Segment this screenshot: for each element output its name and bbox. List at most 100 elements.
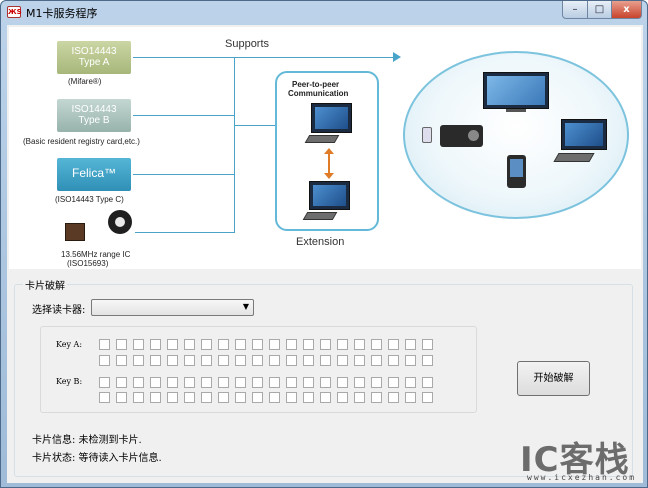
key-byte-checkbox[interactable] — [167, 355, 178, 366]
key-byte-checkbox[interactable] — [388, 377, 399, 388]
key-byte-checkbox[interactable] — [150, 392, 161, 403]
key-byte-checkbox[interactable] — [320, 392, 331, 403]
key-byte-checkbox[interactable] — [235, 339, 246, 350]
key-byte-checkbox[interactable] — [235, 355, 246, 366]
key-byte-checkbox[interactable] — [184, 339, 195, 350]
key-byte-checkbox[interactable] — [269, 355, 280, 366]
key-byte-checkbox[interactable] — [354, 392, 365, 403]
key-byte-checkbox[interactable] — [422, 339, 433, 350]
key-byte-checkbox[interactable] — [235, 377, 246, 388]
key-byte-checkbox[interactable] — [116, 339, 127, 350]
start-crack-button[interactable]: 开始破解 — [517, 361, 590, 396]
key-byte-checkbox[interactable] — [150, 377, 161, 388]
key-byte-checkbox[interactable] — [133, 377, 144, 388]
key-byte-checkbox[interactable] — [201, 377, 212, 388]
key-byte-checkbox[interactable] — [337, 377, 348, 388]
key-byte-checkbox[interactable] — [371, 392, 382, 403]
key-byte-checkbox[interactable] — [354, 355, 365, 366]
key-byte-checkbox[interactable] — [354, 339, 365, 350]
key-byte-checkbox[interactable] — [116, 377, 127, 388]
key-byte-checkbox[interactable] — [269, 392, 280, 403]
card-a-line1: ISO14443 — [71, 46, 117, 57]
minimize-button[interactable]: – — [562, 1, 588, 19]
key-byte-checkbox[interactable] — [303, 339, 314, 350]
key-byte-checkbox[interactable] — [252, 377, 263, 388]
key-byte-checkbox[interactable] — [269, 339, 280, 350]
key-byte-checkbox[interactable] — [252, 392, 263, 403]
key-byte-checkbox[interactable] — [201, 339, 212, 350]
key-byte-checkbox[interactable] — [99, 339, 110, 350]
key-byte-checkbox[interactable] — [252, 339, 263, 350]
extension-label: Extension — [296, 236, 345, 248]
camera-icon — [440, 125, 483, 147]
key-byte-checkbox[interactable] — [150, 355, 161, 366]
key-byte-checkbox[interactable] — [303, 377, 314, 388]
key-byte-checkbox[interactable] — [99, 377, 110, 388]
key-byte-checkbox[interactable] — [286, 392, 297, 403]
key-byte-checkbox[interactable] — [150, 339, 161, 350]
key-byte-checkbox[interactable] — [133, 355, 144, 366]
key-byte-checkbox[interactable] — [184, 377, 195, 388]
key-byte-checkbox[interactable] — [116, 355, 127, 366]
computer-monitor-icon — [309, 181, 350, 210]
key-byte-checkbox[interactable] — [405, 339, 416, 350]
key-byte-checkbox[interactable] — [422, 377, 433, 388]
p2p-box — [275, 71, 379, 231]
key-byte-checkbox[interactable] — [218, 355, 229, 366]
title-bar[interactable]: ЖS M1卡服务程序 – □ x — [1, 1, 647, 25]
key-byte-checkbox[interactable] — [320, 377, 331, 388]
key-byte-checkbox[interactable] — [337, 339, 348, 350]
key-byte-checkbox[interactable] — [422, 355, 433, 366]
key-byte-checkbox[interactable] — [371, 355, 382, 366]
key-byte-checkbox[interactable] — [99, 355, 110, 366]
key-byte-checkbox[interactable] — [320, 355, 331, 366]
key-byte-checkbox[interactable] — [405, 377, 416, 388]
card-c-caption: (ISO14443 Type C) — [55, 195, 124, 204]
key-byte-checkbox[interactable] — [184, 392, 195, 403]
key-byte-checkbox[interactable] — [388, 392, 399, 403]
key-byte-checkbox[interactable] — [388, 355, 399, 366]
key-byte-checkbox[interactable] — [371, 377, 382, 388]
key-byte-checkbox[interactable] — [218, 377, 229, 388]
key-byte-checkbox[interactable] — [167, 392, 178, 403]
group-title: 卡片破解 — [23, 277, 67, 292]
key-byte-checkbox[interactable] — [269, 377, 280, 388]
key-byte-checkbox[interactable] — [235, 392, 246, 403]
key-byte-checkbox[interactable] — [99, 392, 110, 403]
maximize-button[interactable]: □ — [587, 1, 612, 19]
keyboard-icon — [304, 135, 340, 143]
key-byte-checkbox[interactable] — [252, 355, 263, 366]
key-byte-checkbox[interactable] — [320, 339, 331, 350]
key-byte-checkbox[interactable] — [303, 355, 314, 366]
key-panel — [40, 326, 477, 413]
key-byte-checkbox[interactable] — [201, 355, 212, 366]
key-byte-checkbox[interactable] — [337, 355, 348, 366]
card-felica: Felica™ — [57, 158, 131, 191]
reader-select[interactable]: ▼ — [91, 299, 254, 316]
key-byte-checkbox[interactable] — [337, 392, 348, 403]
key-byte-checkbox[interactable] — [218, 392, 229, 403]
key-byte-checkbox[interactable] — [184, 355, 195, 366]
key-byte-checkbox[interactable] — [218, 339, 229, 350]
key-byte-checkbox[interactable] — [405, 355, 416, 366]
key-byte-checkbox[interactable] — [405, 392, 416, 403]
key-byte-checkbox[interactable] — [201, 392, 212, 403]
key-byte-checkbox[interactable] — [167, 377, 178, 388]
key-byte-checkbox[interactable] — [371, 339, 382, 350]
key-byte-checkbox[interactable] — [303, 392, 314, 403]
key-byte-checkbox[interactable] — [422, 392, 433, 403]
key-byte-checkbox[interactable] — [286, 339, 297, 350]
keyboard-icon — [553, 153, 595, 162]
key-b-row-2 — [99, 392, 433, 403]
key-byte-checkbox[interactable] — [133, 392, 144, 403]
key-byte-checkbox[interactable] — [116, 392, 127, 403]
close-button[interactable]: x — [611, 1, 642, 19]
key-a-row-1 — [99, 339, 433, 350]
key-byte-checkbox[interactable] — [354, 377, 365, 388]
key-byte-checkbox[interactable] — [286, 377, 297, 388]
key-byte-checkbox[interactable] — [286, 355, 297, 366]
key-byte-checkbox[interactable] — [167, 339, 178, 350]
key-byte-checkbox[interactable] — [388, 339, 399, 350]
key-byte-checkbox[interactable] — [133, 339, 144, 350]
card-status-text: 卡片状态: 等待读入卡片信息. — [32, 453, 162, 464]
